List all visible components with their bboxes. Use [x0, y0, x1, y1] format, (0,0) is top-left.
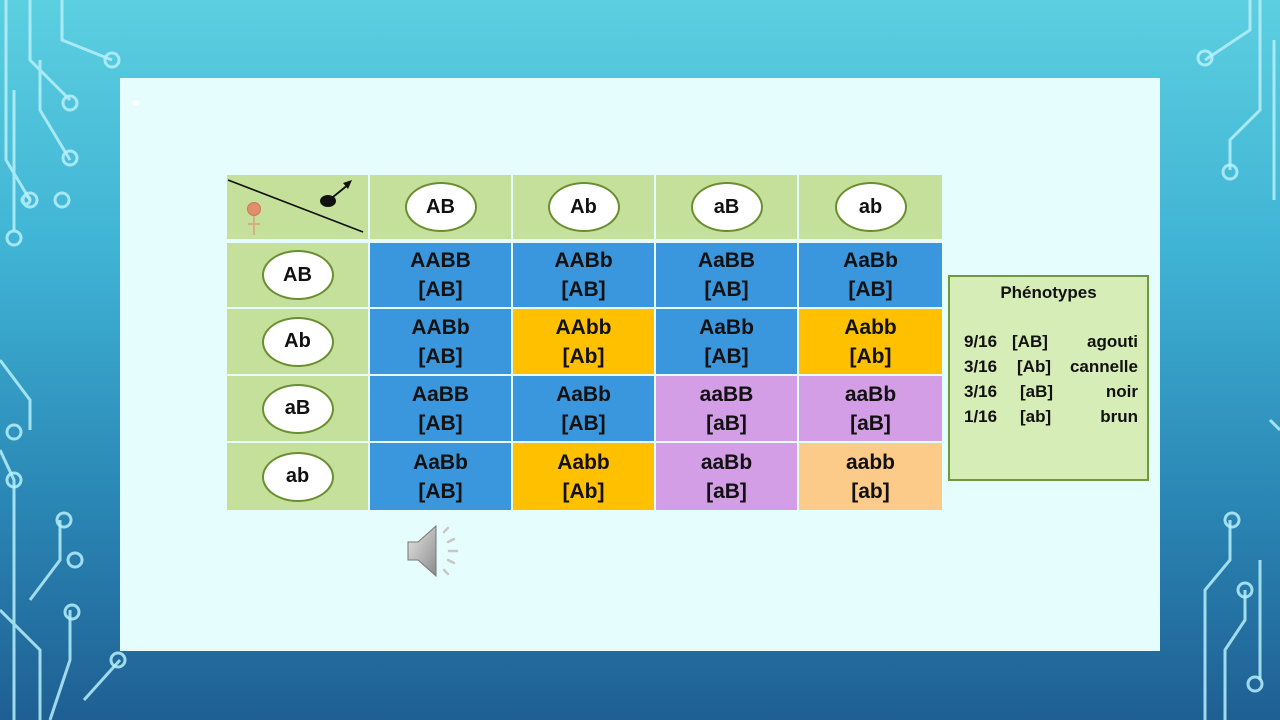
genotype-text: aaBb: [700, 450, 753, 474]
genotype-cell: aaBB [aB]: [656, 376, 797, 441]
phenotype-label: noir: [1105, 382, 1138, 401]
column-header-AB: AB: [370, 175, 511, 239]
genotype-cell: AaBb [AB]: [656, 309, 797, 374]
genotype-text: AaBb: [556, 382, 611, 406]
phenotype-label: cannelle: [1069, 357, 1138, 376]
phenotype-text: [AB]: [704, 344, 749, 368]
phenotype-text: [aB]: [850, 411, 891, 435]
speaker-icon[interactable]: [404, 522, 470, 580]
phenotype-row: 3/16 [aB] noir: [964, 382, 1138, 406]
phenotype-text: [Ab]: [562, 344, 605, 368]
phenotype-text: [ab]: [851, 479, 890, 503]
phenotype-fraction: 3/16: [964, 382, 998, 401]
genotype-text: AaBb: [413, 450, 468, 474]
gamete-diagonal-icon: [227, 179, 364, 233]
genotype-cell: aaBb [aB]: [656, 443, 797, 510]
gamete-oval: AB: [404, 182, 477, 232]
genotype-cell: AABb [AB]: [370, 309, 511, 374]
genotype-cell: AaBb [AB]: [513, 376, 654, 441]
phenotype-text: [aB]: [706, 411, 747, 435]
genotype-cell: AaBb [AB]: [370, 443, 511, 510]
phenotype-fraction: 9/16: [964, 332, 998, 351]
genotype-text: Aabb: [844, 315, 897, 339]
punnett-square: AB Ab aB ab AB Ab aB ab AABB [AB] AABb: [227, 175, 942, 511]
column-header-ab: ab: [799, 175, 942, 239]
genotype-text: AaBb: [843, 249, 898, 272]
phenotype-text: [Ab]: [849, 344, 892, 368]
female-gamete-icon: [247, 202, 261, 235]
phenotypes-box: Phénotypes 9/16 [AB] agouti 3/16 [Ab] ca…: [948, 275, 1149, 481]
genotype-cell: AAbb [Ab]: [513, 309, 654, 374]
phenotype-fraction: 3/16: [964, 357, 998, 376]
phenotype-class: [aB]: [1020, 382, 1054, 401]
genotype-cell: aaBb [aB]: [799, 376, 942, 441]
genotype-text: AABb: [411, 315, 470, 339]
genotype-cell: Aabb [Ab]: [799, 309, 942, 374]
phenotype-label: agouti: [1087, 332, 1138, 351]
genotype-cell: AABb [AB]: [513, 243, 654, 307]
gamete-oval: ab: [261, 451, 334, 502]
phenotype-label: brun: [1100, 407, 1138, 426]
gamete-oval: aB: [690, 182, 763, 232]
corner-cell: [227, 175, 368, 239]
genotype-cell: Aabb [Ab]: [513, 443, 654, 510]
genotype-text: Aabb: [557, 450, 610, 474]
slide-canvas: AB Ab aB ab AB Ab aB ab AABB [AB] AABb: [120, 78, 1160, 651]
genotype-text: aaBb: [844, 382, 897, 406]
phenotype-row: 9/16 [AB] agouti: [964, 332, 1138, 356]
genotype-cell: AaBb [AB]: [799, 243, 942, 307]
gamete-oval: Ab: [547, 182, 620, 232]
phenotype-row: 1/16 [ab] brun: [964, 407, 1138, 431]
phenotype-class: [Ab]: [1017, 357, 1051, 376]
genotype-cell: AaBB [AB]: [656, 243, 797, 307]
genotype-text: AaBb: [699, 315, 754, 339]
phenotype-text: [AB]: [561, 411, 606, 435]
genotype-cell: AABB [AB]: [370, 243, 511, 307]
gamete-oval: ab: [834, 182, 907, 232]
genotype-text: AABb: [554, 249, 613, 272]
genotype-text: aaBB: [699, 382, 754, 406]
phenotype-text: [AB]: [418, 411, 463, 435]
male-gamete-icon: [320, 180, 352, 207]
phenotype-text: [Ab]: [562, 479, 605, 503]
gamete-oval: Ab: [261, 316, 334, 367]
genotype-text: aabb: [845, 450, 895, 474]
genotype-text: AaBB: [411, 382, 470, 406]
phenotype-class: [ab]: [1020, 407, 1052, 426]
gamete-oval: aB: [261, 383, 334, 434]
row-header-AB: AB: [227, 243, 368, 307]
phenotype-class: [AB]: [1012, 332, 1048, 351]
phenotypes-title: Phénotypes: [1000, 283, 1097, 302]
genotype-text: AAbb: [555, 315, 612, 339]
row-header-ab: ab: [227, 443, 368, 510]
phenotype-text: [AB]: [704, 278, 749, 301]
genotype-cell: aabb [ab]: [799, 443, 942, 510]
phenotype-row: 3/16 [Ab] cannelle: [964, 357, 1138, 381]
row-header-aB: aB: [227, 376, 368, 441]
phenotype-text: [AB]: [561, 278, 606, 301]
genotype-cell: AaBB [AB]: [370, 376, 511, 441]
phenotype-text: [aB]: [706, 479, 747, 503]
genotype-text: AABB: [410, 249, 471, 272]
phenotype-text: [AB]: [848, 278, 893, 301]
genotype-text: AaBB: [697, 249, 756, 272]
column-header-Ab: Ab: [513, 175, 654, 239]
bullet-dot: [133, 100, 139, 106]
row-header-Ab: Ab: [227, 309, 368, 374]
phenotype-text: [AB]: [418, 278, 463, 301]
phenotype-fraction: 1/16: [964, 407, 998, 426]
column-header-aB: aB: [656, 175, 797, 239]
phenotype-text: [AB]: [418, 344, 463, 368]
gamete-oval: AB: [261, 250, 334, 300]
phenotype-text: [AB]: [418, 479, 463, 503]
